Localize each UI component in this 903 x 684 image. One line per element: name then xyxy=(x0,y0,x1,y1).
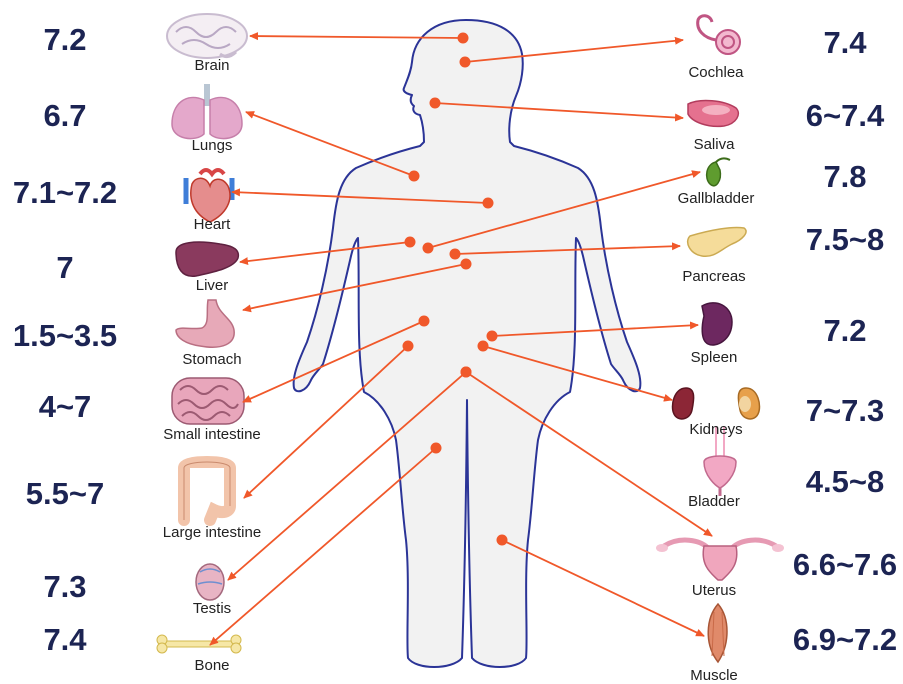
ph-value-saliva: 6~7.4 xyxy=(775,100,903,131)
label-muscle: Muscle xyxy=(690,667,738,684)
ph-value-uterus: 6.6~7.6 xyxy=(775,549,903,580)
origin-dot-uterus xyxy=(461,367,472,378)
origin-dot-liver xyxy=(405,237,416,248)
arrow-muscle xyxy=(502,540,704,636)
arrow-lungs xyxy=(246,112,414,176)
origin-dot-lungs xyxy=(409,171,420,182)
lungs-icon xyxy=(172,84,242,139)
ph-value-small-intestine: 4~7 xyxy=(0,391,130,422)
origin-dot-gallbladder xyxy=(423,243,434,254)
ph-value-lungs: 6.7 xyxy=(0,100,130,131)
origin-dot-large-intestine xyxy=(403,341,414,352)
label-pancreas: Pancreas xyxy=(682,268,745,285)
label-large-intestine: Large intestine xyxy=(163,524,261,541)
muscle-icon xyxy=(708,604,727,662)
label-brain: Brain xyxy=(194,57,229,74)
label-saliva: Saliva xyxy=(694,136,735,153)
arrow-large-intestine xyxy=(244,346,408,498)
ph-value-bone: 7.4 xyxy=(0,624,130,655)
gallbladder-icon xyxy=(707,158,730,185)
spleen-icon xyxy=(702,303,732,345)
ph-value-gallbladder: 7.8 xyxy=(775,161,903,192)
saliva-icon xyxy=(688,101,738,127)
label-bone: Bone xyxy=(194,657,229,674)
label-heart: Heart xyxy=(194,216,231,233)
ph-value-bladder: 4.5~8 xyxy=(775,466,903,497)
pancreas-icon xyxy=(688,227,746,256)
origin-dot-bone xyxy=(431,443,442,454)
origin-dot-kidneys xyxy=(478,341,489,352)
ph-value-heart: 7.1~7.2 xyxy=(0,177,130,208)
origin-dot-brain xyxy=(458,33,469,44)
kidneys-icon xyxy=(673,388,760,419)
label-small-intestine: Small intestine xyxy=(163,426,261,443)
uterus-icon xyxy=(656,540,784,580)
ph-value-brain: 7.2 xyxy=(0,24,130,55)
small-intestine-icon xyxy=(172,378,244,424)
origin-dot-heart xyxy=(483,198,494,209)
origin-dot-stomach xyxy=(461,259,472,270)
large-intestine-icon xyxy=(184,462,230,520)
label-gallbladder: Gallbladder xyxy=(678,190,755,207)
ph-value-pancreas: 7.5~8 xyxy=(775,224,903,255)
label-spleen: Spleen xyxy=(691,349,738,366)
liver-icon xyxy=(176,242,238,276)
ph-value-stomach: 1.5~3.5 xyxy=(0,320,130,351)
label-uterus: Uterus xyxy=(692,582,736,599)
testis-icon xyxy=(196,564,224,600)
ph-value-large-intestine: 5.5~7 xyxy=(0,478,130,509)
heart-icon xyxy=(186,170,232,222)
ph-value-testis: 7.3 xyxy=(0,571,130,602)
origin-dot-cochlea xyxy=(460,57,471,68)
origin-dot-small-intestine xyxy=(419,316,430,327)
label-stomach: Stomach xyxy=(182,351,241,368)
origin-dot-spleen xyxy=(487,331,498,342)
origin-dot-saliva xyxy=(430,98,441,109)
label-liver: Liver xyxy=(196,277,229,294)
ph-value-muscle: 6.9~7.2 xyxy=(775,624,903,655)
label-bladder: Bladder xyxy=(688,493,740,510)
ph-value-spleen: 7.2 xyxy=(775,315,903,346)
bone-icon xyxy=(157,635,241,653)
stomach-icon xyxy=(176,300,234,347)
label-kidneys: Kidneys xyxy=(689,421,742,438)
origin-dot-pancreas xyxy=(450,249,461,260)
label-testis: Testis xyxy=(193,600,231,617)
cochlea-icon xyxy=(698,16,740,54)
origin-dot-muscle xyxy=(497,535,508,546)
ph-value-cochlea: 7.4 xyxy=(775,27,903,58)
arrow-bone xyxy=(210,448,436,645)
human-body-silhouette xyxy=(294,20,641,667)
label-lungs: Lungs xyxy=(192,137,233,154)
brain-icon xyxy=(167,14,247,58)
label-cochlea: Cochlea xyxy=(688,64,743,81)
ph-value-kidneys: 7~7.3 xyxy=(775,395,903,426)
ph-value-liver: 7 xyxy=(0,252,130,283)
